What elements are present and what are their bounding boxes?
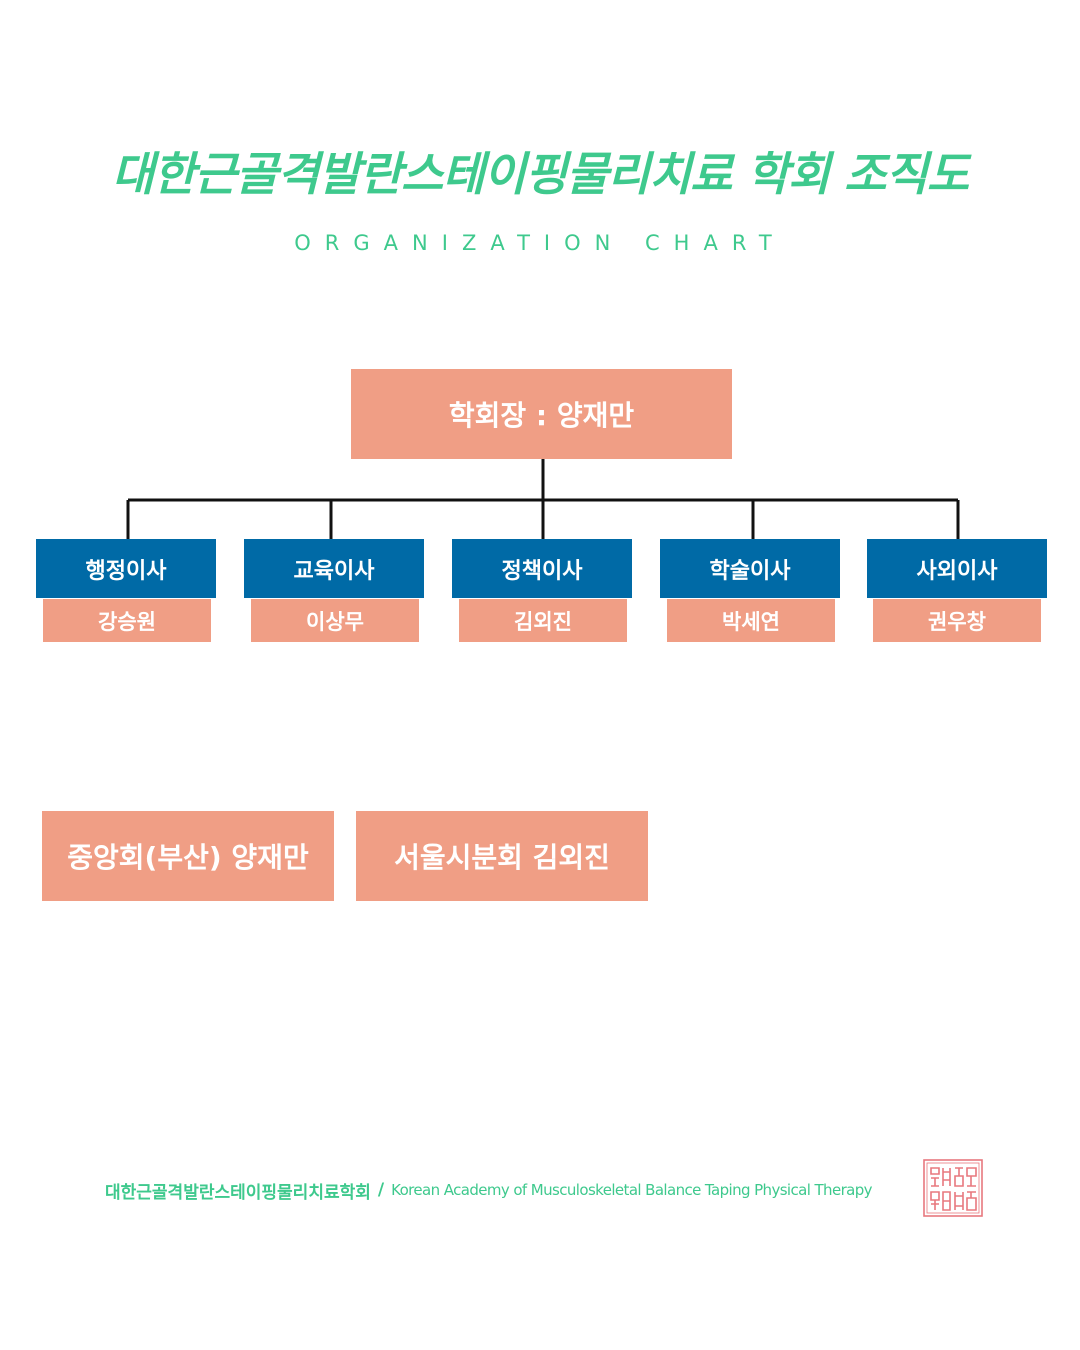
page-title: 대한근골격발란스테이핑물리치료 학회 조직도 — [111, 147, 969, 201]
footer-korean-name: 대한근골격발란스테이핑물리치료학회 — [105, 1182, 371, 1203]
director-name-1: 강승원 — [43, 599, 211, 642]
director-title-1: 행정이사 — [36, 539, 216, 598]
president-box: 학회장 : 양재만 — [351, 369, 732, 459]
director-title-4: 학술이사 — [660, 539, 840, 598]
director-name-2: 이상무 — [251, 599, 419, 642]
director-title-5: 사외이사 — [867, 539, 1047, 598]
director-name-3: 김외진 — [459, 599, 627, 642]
page-subtitle: ORGANIZATION CHART — [294, 231, 786, 255]
academy-seal-icon — [923, 1159, 983, 1217]
director-title-2: 교육이사 — [244, 539, 424, 598]
footer-english-name: Korean Academy of Musculoskeletal Balanc… — [391, 1181, 872, 1199]
branch-box-seoul: 서울시분회 김외진 — [356, 811, 648, 901]
director-name-4: 박세연 — [667, 599, 835, 642]
branch-box-central: 중앙회(부산) 양재만 — [42, 811, 334, 901]
director-name-5: 권우창 — [873, 599, 1041, 642]
footer-separator: / — [377, 1180, 385, 1200]
director-title-3: 정책이사 — [452, 539, 632, 598]
footer: 대한근골격발란스테이핑물리치료학회 / Korean Academy of Mu… — [105, 1177, 873, 1203]
